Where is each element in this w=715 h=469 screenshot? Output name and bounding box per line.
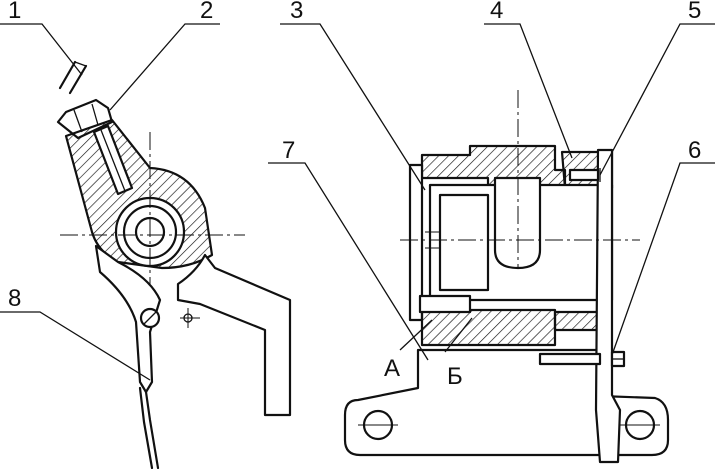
- label-8: 8: [8, 285, 21, 312]
- lower-wall-end: [553, 310, 602, 332]
- needle-arm: [94, 244, 162, 469]
- side-plate: [594, 148, 622, 464]
- label-4: 4: [490, 0, 503, 24]
- seal: [418, 294, 472, 314]
- bracket: [176, 253, 292, 417]
- label-2: 2: [200, 0, 213, 24]
- label-3: 3: [290, 0, 303, 24]
- label-6: 6: [688, 137, 701, 164]
- lever-channel: [92, 124, 134, 196]
- lower-wall: [420, 308, 557, 347]
- piston: [438, 193, 490, 292]
- right-view-section: [343, 90, 670, 464]
- top-cover: [420, 144, 567, 190]
- screw-part-5: [568, 168, 601, 182]
- label-b: Б: [447, 363, 463, 390]
- part-labels: 1 2 3 4 5 6 7 8 А Б: [8, 0, 701, 390]
- label-a: А: [384, 355, 400, 382]
- tube-part-1: [58, 60, 88, 95]
- base-plate: [343, 348, 670, 457]
- left-view-lever: [56, 60, 292, 469]
- label-7: 7: [282, 137, 295, 164]
- screw-part-6: [538, 350, 626, 368]
- leader-lines: [0, 23, 715, 381]
- label-5: 5: [688, 0, 701, 24]
- label-1: 1: [8, 0, 21, 24]
